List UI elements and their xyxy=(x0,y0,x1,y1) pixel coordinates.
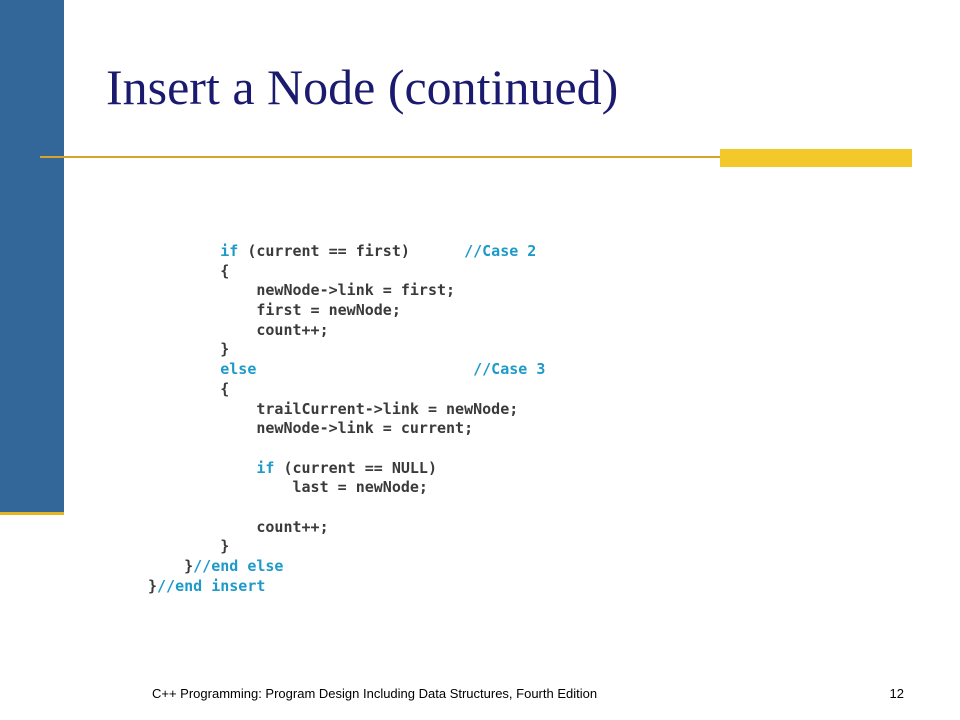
code-line xyxy=(148,439,545,459)
code-comment: //end insert xyxy=(157,576,266,595)
code-line: }//end else xyxy=(148,557,545,577)
code-indent xyxy=(148,321,256,339)
code-indent xyxy=(148,360,220,378)
code-indent xyxy=(148,340,220,358)
code-indent xyxy=(148,537,220,555)
code-text: trailCurrent->link = newNode; xyxy=(256,399,519,418)
code-line: }//end insert xyxy=(148,577,545,597)
code-indent xyxy=(148,557,184,575)
code-line: { xyxy=(148,262,545,282)
code-line: newNode->link = current; xyxy=(148,419,545,439)
footer: C++ Programming: Program Design Includin… xyxy=(0,686,960,706)
code-line: count++; xyxy=(148,321,545,341)
code-line: { xyxy=(148,380,545,400)
code-line: count++; xyxy=(148,518,545,538)
code-text: count++; xyxy=(256,517,329,536)
code-line: last = newNode; xyxy=(148,478,545,498)
code-text: (current == first) xyxy=(238,242,465,260)
sidebar-bar xyxy=(0,0,64,512)
code-comment: //Case 2 xyxy=(464,242,537,260)
title-rule xyxy=(40,156,912,158)
code-text: } xyxy=(220,537,230,556)
code-text: } xyxy=(148,576,158,595)
code-text: (current == NULL) xyxy=(274,458,437,477)
code-indent xyxy=(148,518,256,536)
code-indent xyxy=(148,281,256,299)
code-block: if (current == first) //Case 2 { newNode… xyxy=(148,242,545,596)
code-text: } xyxy=(184,557,194,575)
code-line xyxy=(148,498,545,518)
code-line: newNode->link = first; xyxy=(148,281,545,301)
code-text: newNode->link = current; xyxy=(256,419,474,438)
code-line: if (current == NULL) xyxy=(148,459,545,479)
page-number: 12 xyxy=(889,686,904,701)
code-indent xyxy=(148,262,220,280)
code-text: { xyxy=(220,261,230,280)
code-indent xyxy=(148,301,256,319)
code-line: else //Case 3 xyxy=(148,360,545,380)
code-line: } xyxy=(148,340,545,360)
code-keyword: else xyxy=(220,360,257,379)
slide-title: Insert a Node (continued) xyxy=(106,59,619,115)
code-keyword: if xyxy=(256,458,275,477)
sidebar-base-line xyxy=(0,512,64,515)
code-text: newNode->link = first; xyxy=(256,281,456,300)
code-indent xyxy=(148,400,256,418)
code-text: } xyxy=(220,340,230,359)
footer-text: C++ Programming: Program Design Includin… xyxy=(152,686,598,701)
code-indent xyxy=(148,419,256,437)
code-indent xyxy=(148,459,256,477)
code-line: } xyxy=(148,537,545,557)
code-indent xyxy=(148,242,220,260)
title-accent-bar xyxy=(720,149,912,167)
code-indent xyxy=(148,380,220,398)
code-keyword: if xyxy=(220,242,239,260)
code-text: last = newNode; xyxy=(292,478,428,497)
code-text xyxy=(256,360,473,378)
code-line: first = newNode; xyxy=(148,301,545,321)
code-comment: //end else xyxy=(193,557,284,575)
code-text: count++; xyxy=(256,320,329,339)
code-indent xyxy=(148,478,293,496)
code-text: { xyxy=(220,379,230,398)
code-text: first = newNode; xyxy=(256,301,401,320)
code-comment: //Case 3 xyxy=(473,360,546,379)
code-line: if (current == first) //Case 2 xyxy=(148,242,545,262)
code-line: trailCurrent->link = newNode; xyxy=(148,400,545,420)
